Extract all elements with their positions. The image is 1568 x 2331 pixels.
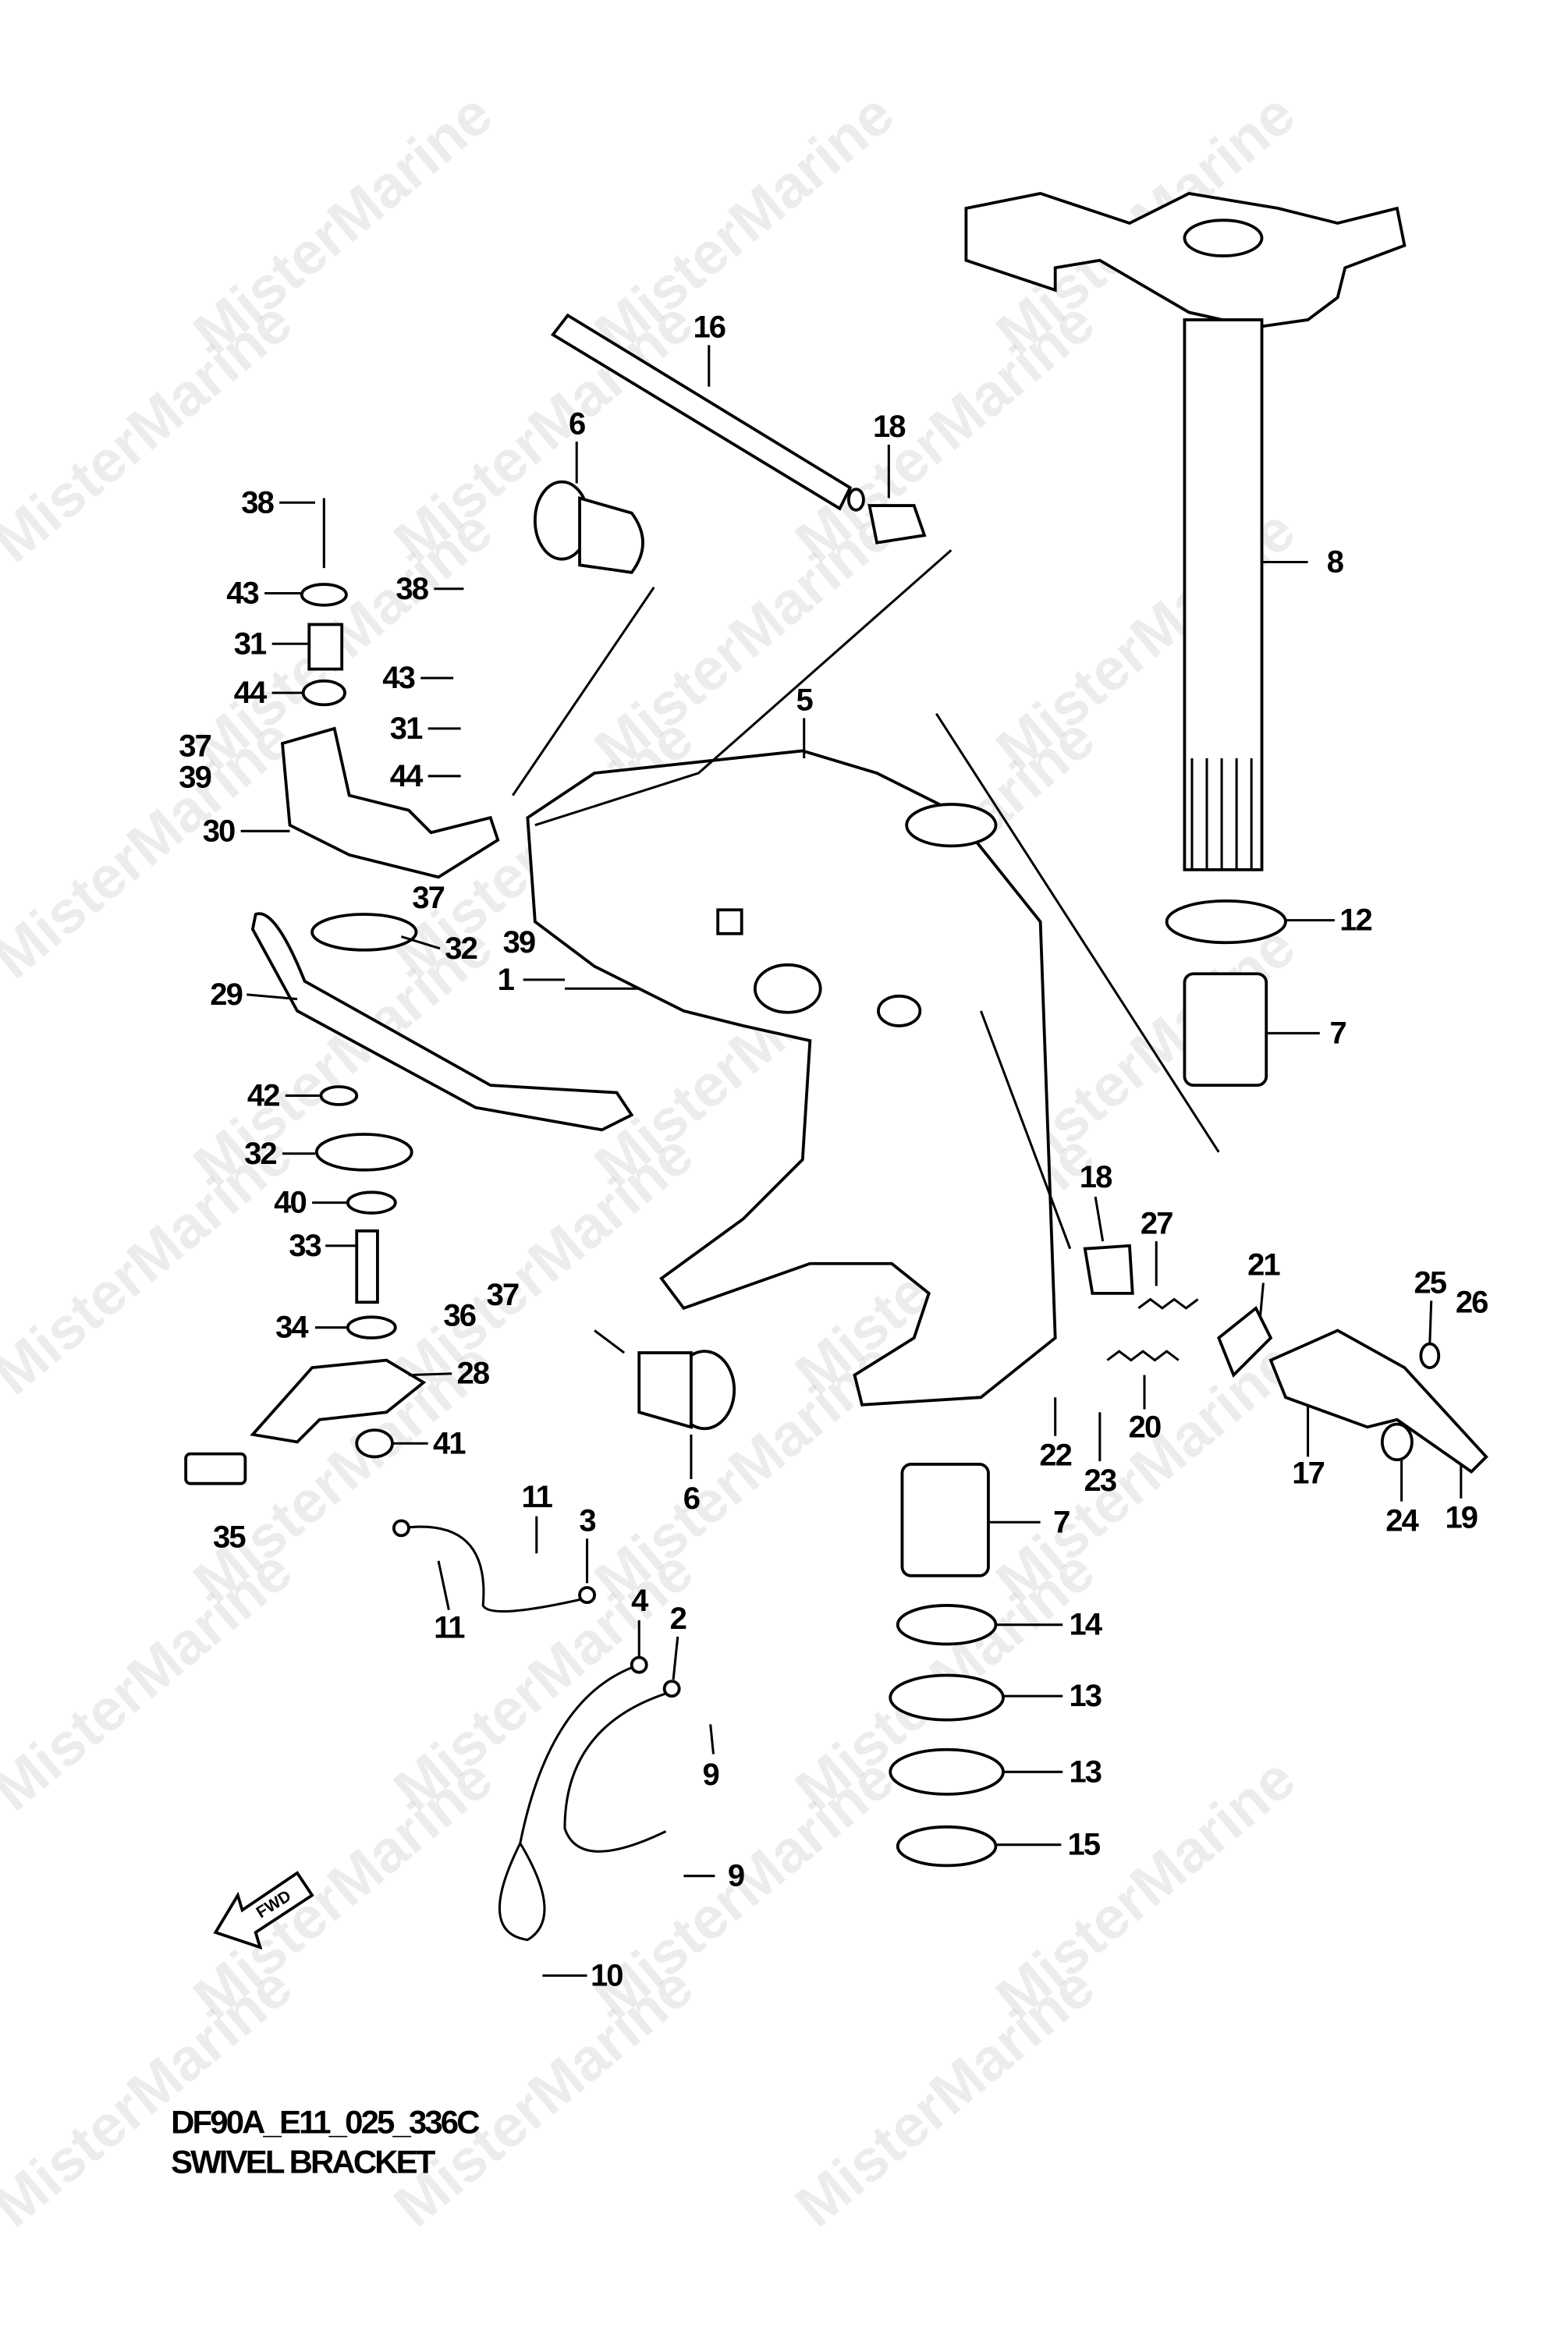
callout-9: 9 bbox=[703, 1758, 719, 1792]
callout-26: 26 bbox=[1456, 1285, 1488, 1319]
callout-13: 13 bbox=[1069, 1754, 1101, 1789]
callout-2: 2 bbox=[670, 1602, 686, 1636]
callout-18: 18 bbox=[873, 410, 906, 444]
callout-28: 28 bbox=[457, 1357, 490, 1391]
callout-38: 38 bbox=[396, 572, 428, 606]
callout-11: 11 bbox=[522, 1480, 553, 1514]
callout-41: 41 bbox=[433, 1426, 466, 1460]
callout-29: 29 bbox=[210, 977, 242, 1012]
callout-1: 1 bbox=[498, 963, 515, 997]
callout-44: 44 bbox=[234, 676, 268, 710]
callout-24: 24 bbox=[1385, 1503, 1419, 1538]
watermark-text: MisterMarine bbox=[0, 1537, 304, 1823]
callout-7: 7 bbox=[1330, 1016, 1346, 1050]
fwd-arrow-icon: FWD bbox=[213, 1871, 314, 1950]
callout-14: 14 bbox=[1069, 1608, 1102, 1642]
callout-18: 18 bbox=[1080, 1160, 1112, 1194]
callout-36: 36 bbox=[443, 1298, 475, 1332]
part-ground-wires bbox=[392, 1519, 681, 1942]
callout-22: 22 bbox=[1039, 1439, 1071, 1473]
callout-9: 9 bbox=[728, 1859, 744, 1893]
callout-40: 40 bbox=[274, 1186, 306, 1220]
callout-19: 19 bbox=[1445, 1501, 1477, 1535]
watermark-text: MisterMarine bbox=[0, 289, 304, 575]
callout-15: 15 bbox=[1068, 1828, 1101, 1862]
callout-33: 33 bbox=[289, 1229, 321, 1263]
callout-6: 6 bbox=[683, 1481, 700, 1516]
callout-31: 31 bbox=[390, 711, 423, 746]
callout-32: 32 bbox=[445, 931, 477, 966]
callout-4: 4 bbox=[631, 1584, 649, 1618]
callout-31: 31 bbox=[234, 626, 267, 661]
part-swivel-bracket-5 bbox=[526, 749, 1057, 1407]
callout-12: 12 bbox=[1339, 903, 1371, 938]
callout-5: 5 bbox=[796, 683, 814, 718]
callout-10: 10 bbox=[591, 1958, 623, 1992]
callout-42: 42 bbox=[247, 1078, 279, 1112]
callout-6: 6 bbox=[569, 406, 585, 441]
callout-25: 25 bbox=[1414, 1266, 1446, 1300]
callout-37: 37 bbox=[179, 729, 211, 764]
leader-lines bbox=[240, 345, 1463, 1977]
callout-8: 8 bbox=[1327, 545, 1344, 579]
callout-labels: 16 6 18 38 43 31 44 37 39 30 38 43 31 44… bbox=[179, 310, 1489, 1992]
diagram-title: SWIVEL BRACKET bbox=[171, 2144, 436, 2180]
callout-43: 43 bbox=[382, 661, 414, 695]
callout-43: 43 bbox=[226, 576, 258, 610]
watermark-text: MisterMarine bbox=[0, 1953, 304, 2240]
callout-37: 37 bbox=[487, 1278, 519, 1312]
watermark-text: MisterMarine bbox=[0, 705, 304, 992]
callout-27: 27 bbox=[1141, 1206, 1172, 1240]
callout-11: 11 bbox=[434, 1611, 465, 1645]
callout-21: 21 bbox=[1247, 1248, 1280, 1283]
callout-32: 32 bbox=[244, 1137, 276, 1171]
callout-16: 16 bbox=[693, 310, 725, 344]
callout-3: 3 bbox=[579, 1503, 595, 1538]
part-pin-16 bbox=[550, 313, 865, 512]
callout-7: 7 bbox=[1053, 1505, 1070, 1539]
part-left-assembly bbox=[184, 498, 634, 1485]
part-steering-bracket-8 bbox=[964, 192, 1407, 871]
callout-39: 39 bbox=[503, 925, 535, 960]
callout-13: 13 bbox=[1069, 1679, 1101, 1713]
callout-38: 38 bbox=[241, 485, 274, 520]
callout-17: 17 bbox=[1292, 1456, 1324, 1490]
callout-37: 37 bbox=[412, 881, 444, 915]
watermark-text: MisterMarine bbox=[382, 1953, 706, 2240]
callout-39: 39 bbox=[179, 761, 211, 795]
part-right-assembly bbox=[1106, 1297, 1488, 1474]
part-bushings bbox=[533, 480, 1287, 1868]
callout-44: 44 bbox=[390, 759, 424, 793]
watermark-text: MisterMarine bbox=[783, 1953, 1107, 2240]
callout-34: 34 bbox=[275, 1311, 309, 1345]
callout-35: 35 bbox=[213, 1520, 246, 1554]
callout-30: 30 bbox=[203, 814, 235, 848]
callout-20: 20 bbox=[1129, 1410, 1161, 1444]
diagram-code: DF90A_E11_025_336C bbox=[171, 2103, 480, 2140]
callout-23: 23 bbox=[1084, 1464, 1116, 1498]
